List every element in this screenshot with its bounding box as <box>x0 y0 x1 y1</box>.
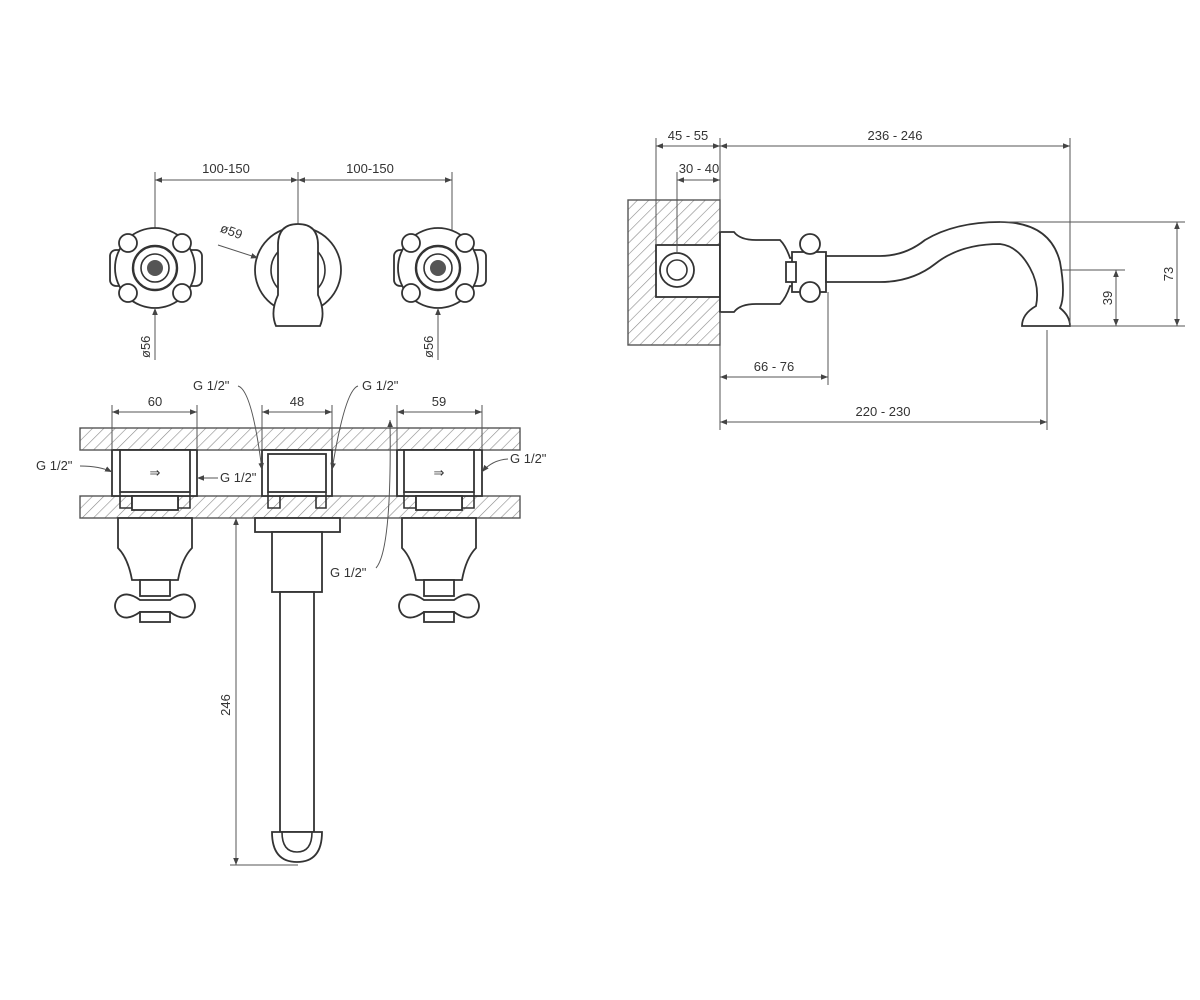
side-view: 45 - 55 30 - 40 236 - 246 73 39 <box>627 128 1185 430</box>
side-handle <box>785 233 827 303</box>
callout-left-inner-thread: G 1/2" <box>197 470 257 485</box>
callout-center-right-thread: G 1/2" <box>330 378 399 471</box>
label-side-handle-reach: 66 - 76 <box>754 359 794 374</box>
right-handle-top <box>393 227 487 309</box>
dim-center-body-width: 48 <box>261 394 333 450</box>
front-section-view: ⇒ ⇒ <box>36 378 547 866</box>
callout-left-outer-thread: G 1/2" <box>36 458 113 473</box>
label-side-total-height: 73 <box>1161 267 1176 281</box>
label-side-inner-depth: 30 - 40 <box>679 161 719 176</box>
label-bottom-center-thread: G 1/2" <box>330 565 367 580</box>
left-valve-body: ⇒ <box>111 449 198 623</box>
left-handle-top <box>109 227 203 309</box>
dim-side-handle-reach: 66 - 76 <box>719 292 829 430</box>
label-left-handle-diameter: ø56 <box>138 336 153 358</box>
dim-spout-rosette-diameter: ø59 <box>217 220 259 259</box>
side-spout <box>825 221 1071 327</box>
label-side-outlet-height: 39 <box>1100 291 1115 305</box>
svg-text:⇒: ⇒ <box>150 465 161 480</box>
label-left-inner-thread: G 1/2" <box>220 470 257 485</box>
dim-side-outlet-reach: 220 - 230 <box>720 330 1048 430</box>
label-side-outlet-reach: 220 - 230 <box>856 404 911 419</box>
side-valve-body <box>719 231 797 313</box>
right-valve-body: ⇒ <box>396 449 483 623</box>
spout-rosette-top <box>254 223 342 327</box>
front-top-view: 100-150 100-150 ø59 <box>109 161 487 360</box>
svg-text:⇒: ⇒ <box>434 465 445 480</box>
center-spout-body <box>254 449 341 863</box>
label-side-wall-depth: 45 - 55 <box>668 128 708 143</box>
dim-left-body-width: 60 <box>111 394 198 450</box>
dim-right-body-width: 59 <box>396 394 483 450</box>
label-right-outer-thread: G 1/2" <box>510 451 547 466</box>
label-front-top-left-spacing: 100-150 <box>202 161 250 176</box>
label-left-outer-thread: G 1/2" <box>36 458 73 473</box>
dim-side-outlet-height: 39 <box>1062 269 1125 326</box>
label-spout-drop-height: 246 <box>218 694 233 716</box>
callout-right-outer-thread: G 1/2" <box>481 451 547 473</box>
dim-spout-drop-height: 246 <box>218 518 298 866</box>
label-center-body-width: 48 <box>290 394 304 409</box>
dim-side-total-height: 73 <box>1000 221 1185 327</box>
label-right-body-width: 59 <box>432 394 446 409</box>
label-left-body-width: 60 <box>148 394 162 409</box>
callout-center-left-thread: G 1/2" <box>193 378 264 471</box>
dim-right-handle-diameter: ø56 <box>421 308 441 360</box>
dim-left-handle-diameter: ø56 <box>138 308 158 360</box>
dim-side-spout-reach: 236 - 246 <box>720 128 1071 326</box>
dim-side-inner-depth: 30 - 40 <box>676 161 721 253</box>
label-spout-rosette-diameter: ø59 <box>218 220 244 242</box>
label-right-handle-diameter: ø56 <box>421 336 436 358</box>
callout-bottom-center-thread: G 1/2" <box>330 419 393 580</box>
wall-slab-top <box>79 427 521 451</box>
label-front-top-right-spacing: 100-150 <box>346 161 394 176</box>
label-center-right-thread: G 1/2" <box>362 378 399 393</box>
label-side-spout-reach: 236 - 246 <box>868 128 923 143</box>
label-center-left-thread: G 1/2" <box>193 378 230 393</box>
